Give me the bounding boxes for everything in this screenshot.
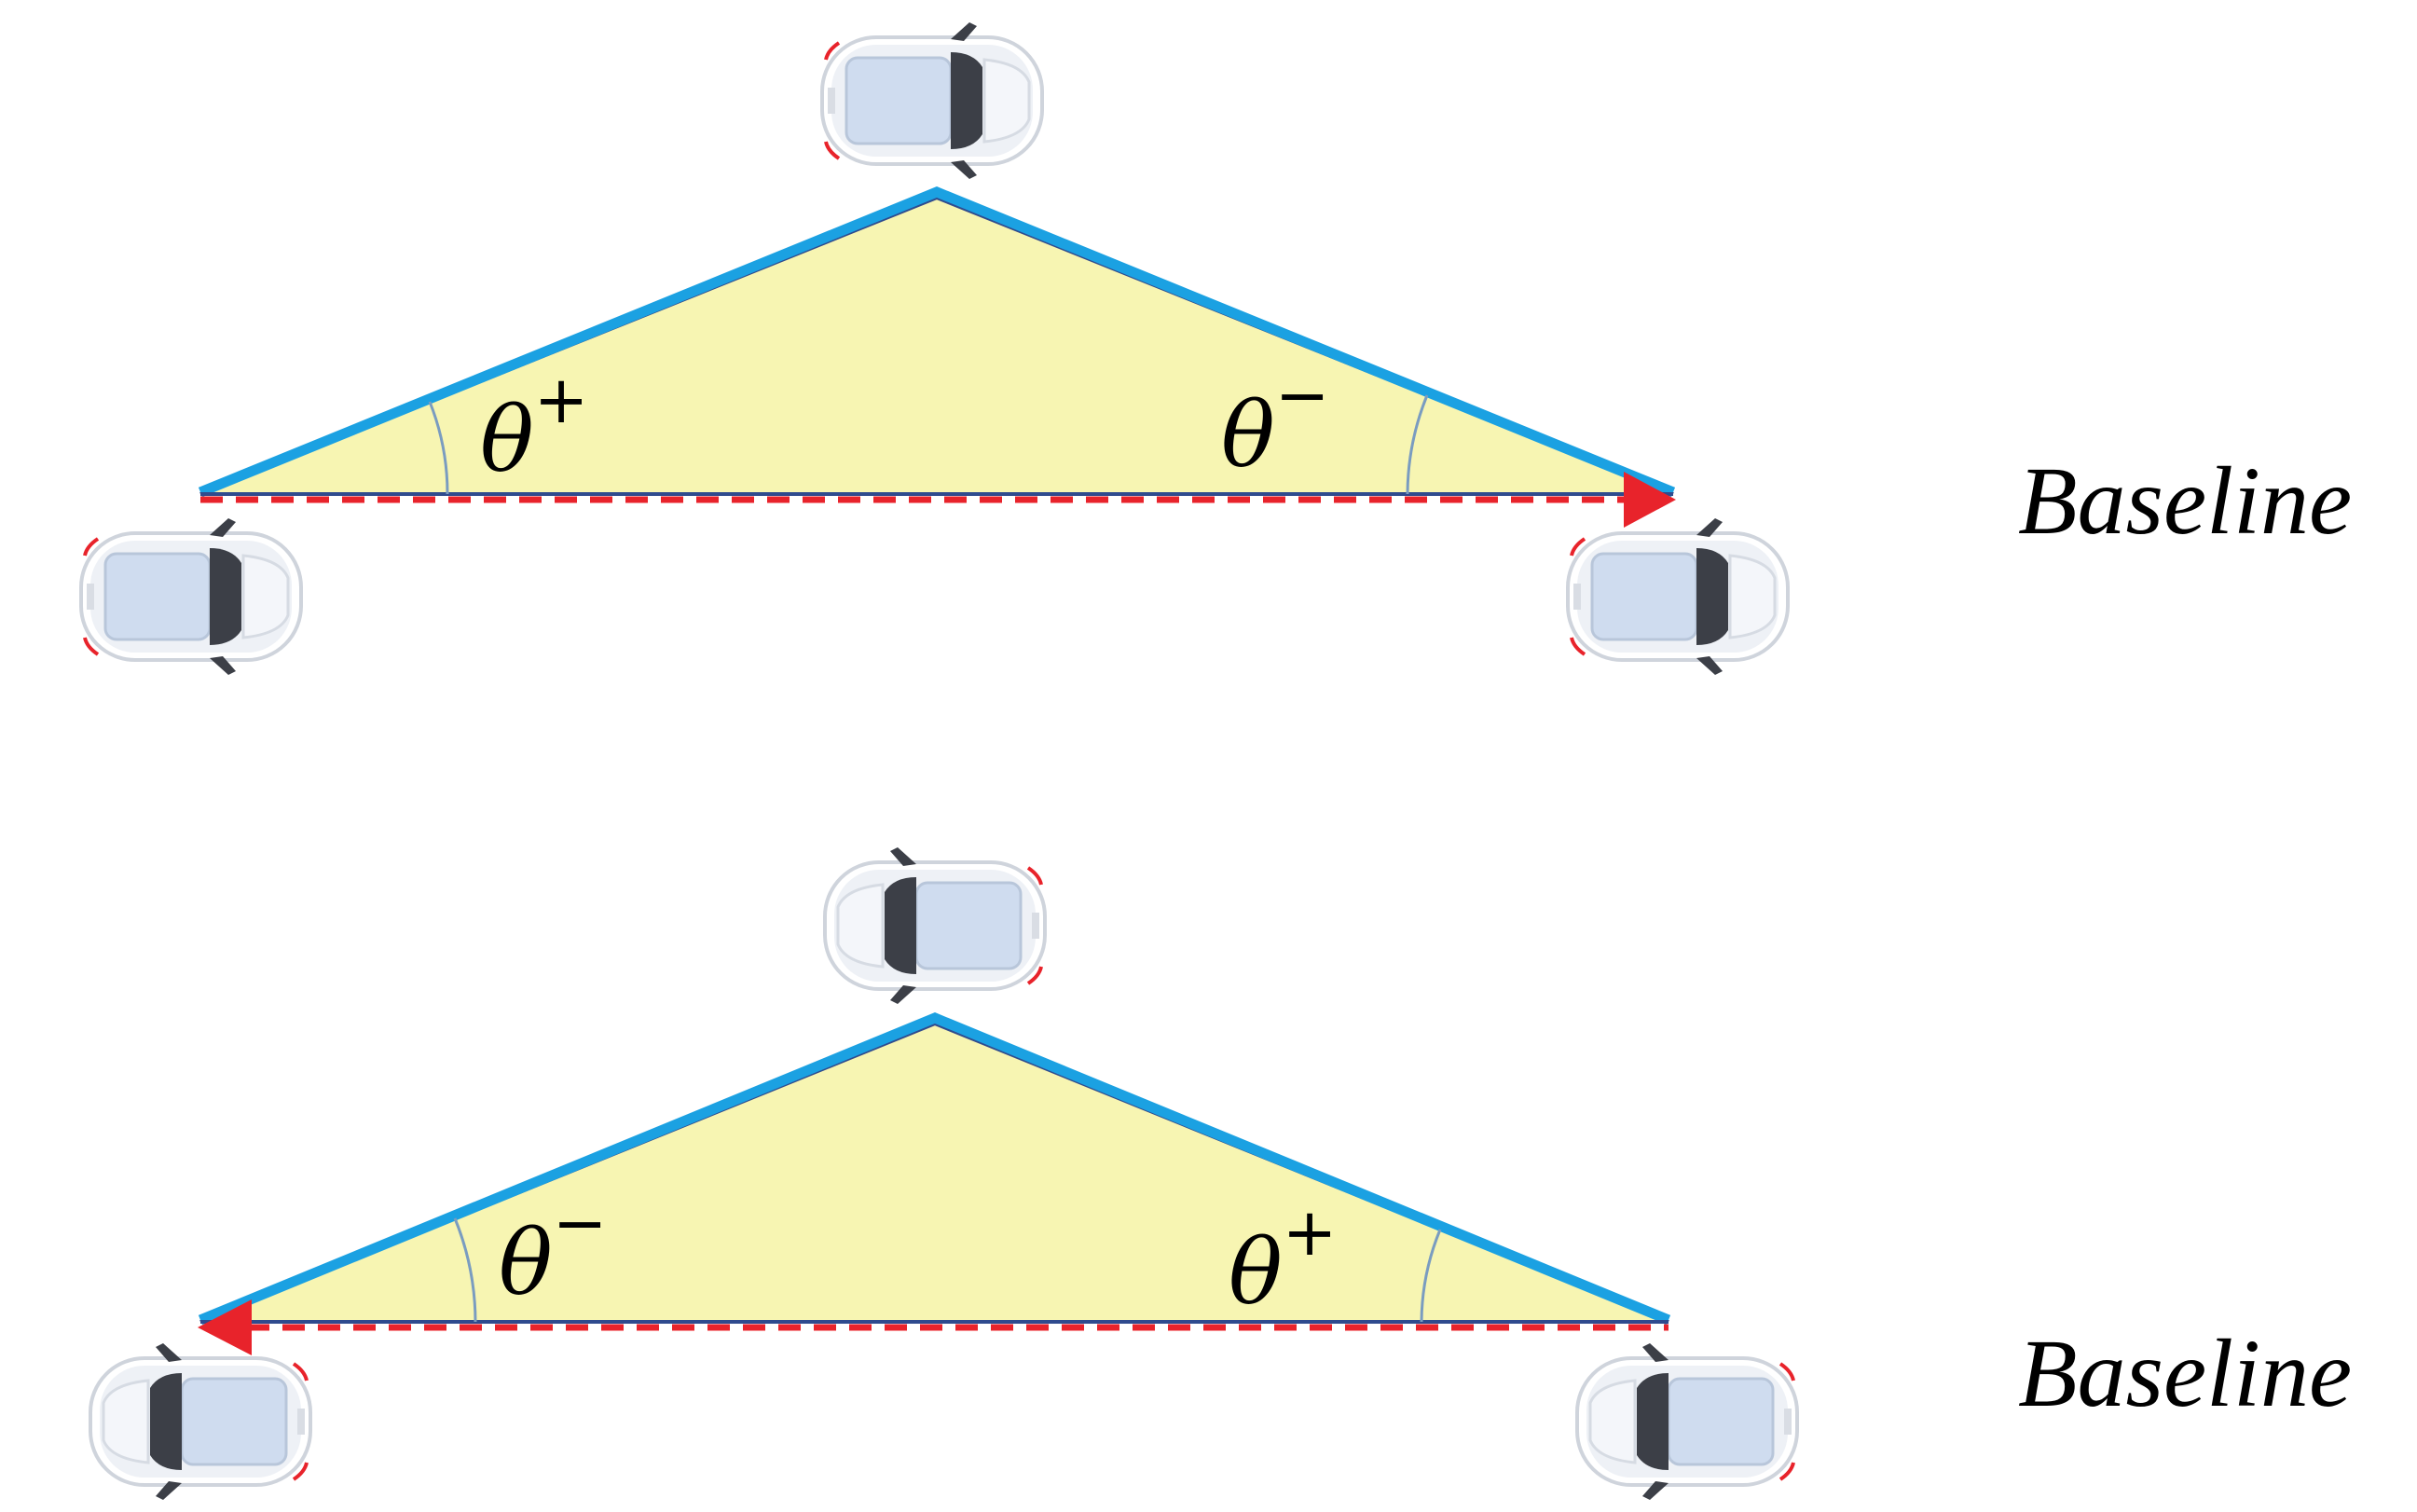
angle-arc-top-left: [428, 401, 449, 495]
car-top-apex: [820, 21, 1044, 181]
angle-label-top-left: θ+: [480, 362, 588, 492]
baseline-label-top: Baseline: [2018, 447, 2352, 555]
angle-label-bottom-left: θ−: [499, 1185, 607, 1315]
car-bottom-apex: [823, 845, 1047, 1006]
angle-label-bottom-right: θ+: [1229, 1194, 1337, 1325]
angle-arc-bottom-left: [453, 1217, 477, 1323]
angle-arc-top-right: [1406, 394, 1429, 495]
triangle-bottom: [200, 1024, 1669, 1322]
triangle-bottom-edge: [198, 1012, 1671, 1326]
triangle-top-edge: [198, 186, 1676, 498]
car-top-right: [1566, 516, 1790, 677]
triangle-top: [200, 198, 1673, 494]
arrow-head-top-right: [1624, 472, 1676, 528]
angle-label-top-right: θ−: [1221, 357, 1329, 488]
panel-top: θ+ θ− Baseline: [79, 21, 2352, 677]
panel-bottom: θ− θ+ Baseline: [89, 845, 2352, 1502]
angle-arc-bottom-right: [1420, 1229, 1442, 1323]
baseline-label-bottom: Baseline: [2018, 1320, 2352, 1427]
car-bottom-right: [1575, 1341, 1799, 1502]
car-bottom-left: [89, 1341, 312, 1502]
arrow-head-bottom-left: [198, 1299, 252, 1355]
car-top-left: [79, 516, 303, 677]
